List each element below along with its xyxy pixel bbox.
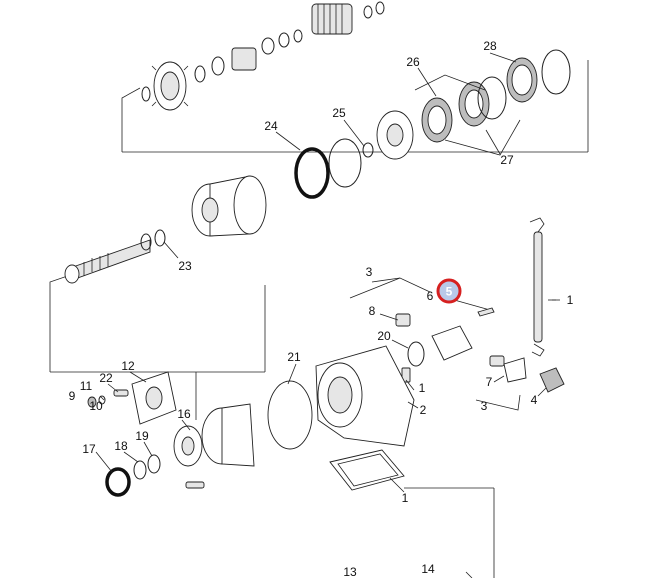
- callout-26: 26: [406, 55, 420, 69]
- upper-bracket-lines: [49, 60, 589, 373]
- callout-20: 20: [377, 329, 391, 343]
- bottom-bracket-lines: [404, 487, 495, 578]
- callout-1-valve: 1: [419, 381, 426, 395]
- callout-1-gasket: 1: [402, 491, 409, 505]
- valve-bracket-lines: [349, 277, 521, 411]
- callout-11: 11: [80, 379, 93, 393]
- callout-2: 2: [420, 403, 427, 417]
- callout-3-lower: 3: [481, 399, 488, 413]
- callout-24: 24: [264, 119, 278, 133]
- callout-27: 27: [500, 153, 514, 167]
- callout-4: 4: [531, 393, 538, 407]
- highlight-marker[interactable]: 5: [436, 278, 462, 304]
- callout-10: 10: [89, 399, 103, 413]
- callout-17: 17: [82, 442, 96, 456]
- callout-19: 19: [135, 429, 149, 443]
- top-gear-assembly: [141, 1, 385, 111]
- callout-14: 14: [421, 562, 435, 576]
- clutch-pack: [376, 49, 571, 160]
- leader-lines: [95, 52, 556, 493]
- callout-21: 21: [287, 350, 301, 364]
- main-shaft: [64, 229, 166, 284]
- housing: [267, 345, 415, 491]
- valve-body: [395, 313, 565, 393]
- callout-25: 25: [332, 106, 346, 120]
- callout-1-tube: 1: [567, 293, 574, 307]
- tube-assembly: [529, 217, 560, 357]
- callout-6: 6: [427, 289, 434, 303]
- callout-16: 16: [177, 407, 191, 421]
- drum-assembly: [191, 138, 374, 237]
- callout-8: 8: [369, 304, 376, 318]
- callout-5: 5: [446, 285, 453, 299]
- callout-13: 13: [343, 565, 357, 578]
- callout-23: 23: [178, 259, 192, 273]
- left-lower-parts: [87, 371, 255, 497]
- callout-3-upper: 3: [366, 265, 373, 279]
- callout-28: 28: [483, 39, 497, 53]
- callout-22: 22: [99, 371, 113, 385]
- callout-12: 12: [121, 359, 135, 373]
- callout-7: 7: [486, 375, 493, 389]
- callout-18: 18: [114, 439, 128, 453]
- callout-9: 9: [69, 389, 76, 403]
- callout-labels: 28 26 27 25 24 23 3 6 1 8 20 21 12 11 22…: [69, 39, 574, 578]
